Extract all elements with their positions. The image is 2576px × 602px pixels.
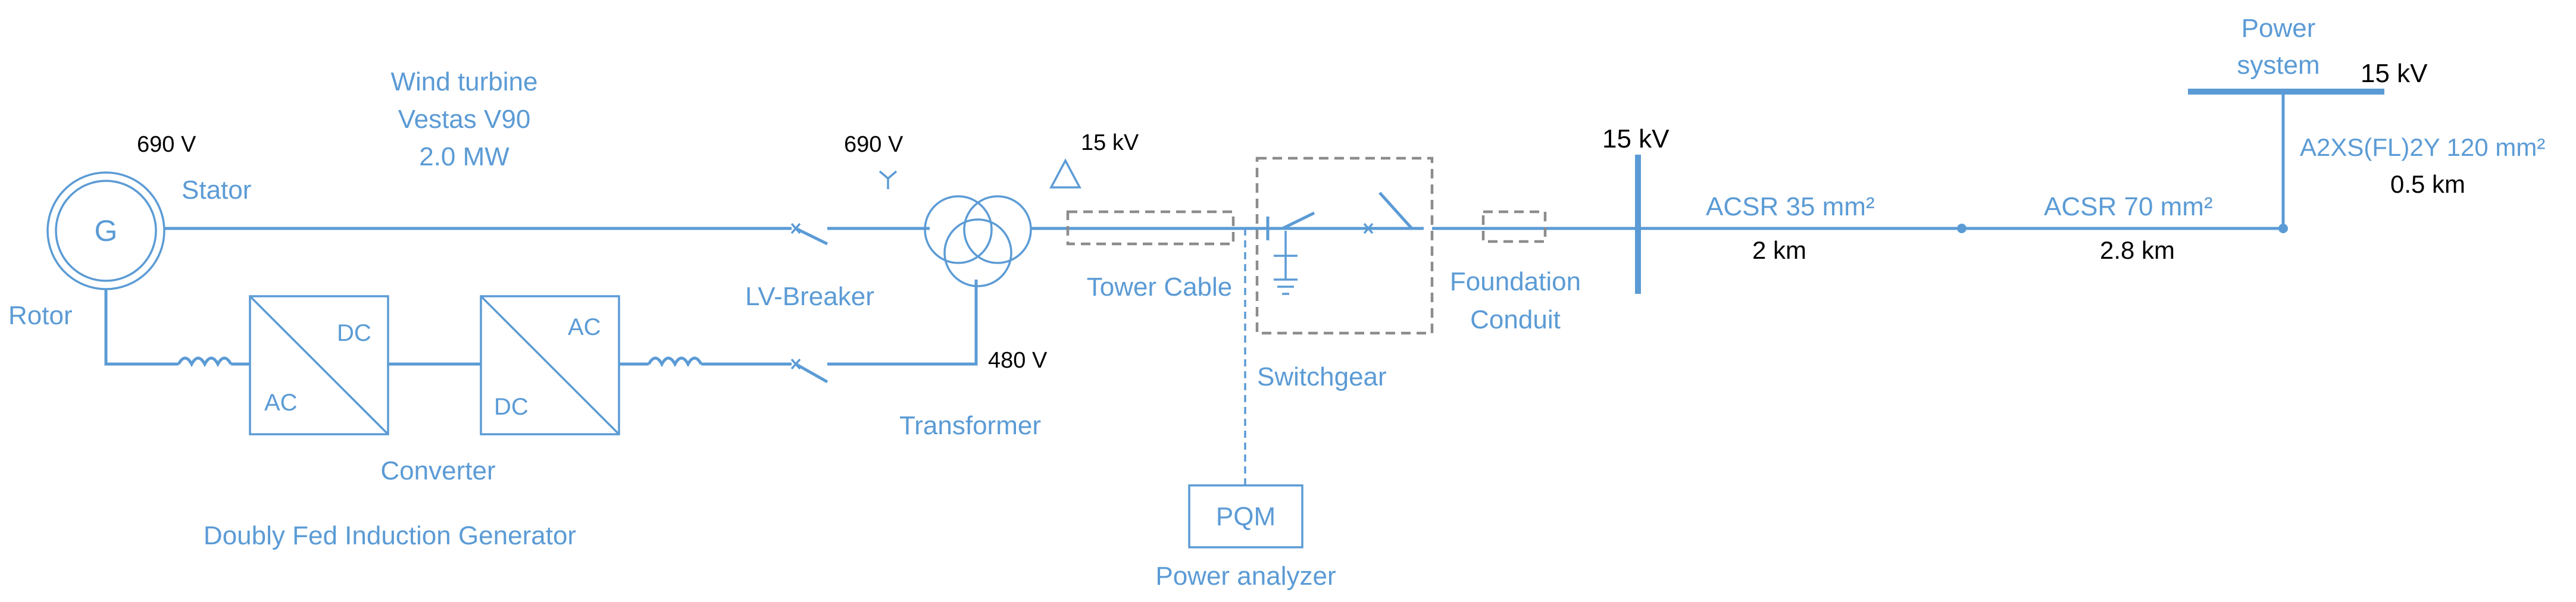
circuit-breaker — [1363, 192, 1413, 234]
rotor-line — [104, 289, 179, 366]
converter-right-box: AC DC — [480, 295, 620, 435]
foundation-conduit-box — [1481, 210, 1547, 243]
line-b-length: 2.8 km — [2100, 236, 2175, 264]
transformer-secondary-voltage: 15 kV — [1081, 130, 1139, 155]
delta-symbol — [1049, 158, 1081, 189]
foundation-line-1: Foundation — [1450, 267, 1581, 296]
transformer-label: Transformer — [899, 411, 1041, 440]
converter-right-dc: DC — [494, 394, 529, 420]
disconnector — [1266, 211, 1363, 240]
cable-c-type: A2XS(FL)2Y 120 mm² — [2300, 133, 2545, 161]
pqm-label: PQM — [1216, 502, 1276, 531]
transformer-primary-voltage: 690 V — [844, 132, 904, 157]
generator-symbol: G — [95, 214, 118, 247]
line-b-type: ACSR 70 mm² — [2044, 192, 2213, 221]
power-system-voltage: 15 kV — [2361, 59, 2428, 88]
rotor-label: Rotor — [8, 301, 73, 330]
switchgear-box — [1255, 156, 1434, 335]
converter-left-dc: DC — [337, 320, 371, 346]
power-analyzer-label: Power analyzer — [1155, 562, 1336, 591]
power-system-line-2: system — [2237, 51, 2319, 80]
grid-side-inductor — [647, 356, 703, 368]
converter-right-ac: AC — [568, 314, 601, 340]
wye-symbol — [879, 170, 898, 189]
transformer-symbol — [924, 195, 1032, 287]
generator-voltage: 690 V — [137, 132, 196, 157]
lv-breaker-label: LV-Breaker — [745, 282, 874, 311]
cable-c-length: 0.5 km — [2390, 170, 2465, 198]
foundation-line-2: Conduit — [1470, 305, 1561, 334]
pqm-box — [1188, 484, 1303, 548]
transformer-tertiary-voltage: 480 V — [988, 348, 1048, 373]
rotor-inductor — [177, 356, 233, 368]
turbine-line-1: Wind turbine — [390, 67, 537, 96]
lv-breaker-upper — [790, 222, 930, 246]
power-system-line-1: Power — [2242, 14, 2316, 43]
generator-inner-ring — [55, 180, 157, 282]
turbine-caption: Wind turbine Vestas V90 2.0 MW — [390, 67, 537, 171]
turbine-line-3: 2.0 MW — [419, 142, 509, 171]
stator-label: Stator — [182, 175, 251, 205]
ground-icon — [1274, 231, 1298, 295]
bus-voltage: 15 kV — [1602, 124, 1670, 153]
converter-label: Converter — [380, 456, 495, 485]
line-a-length: 2 km — [1752, 236, 1806, 264]
dfig-label: Doubly Fed Induction Generator — [204, 521, 576, 550]
converter-left-ac: AC — [264, 390, 298, 416]
lv-breaker-lower — [790, 280, 978, 384]
generator: G — [46, 171, 165, 290]
tower-cable-label: Tower Cable — [1087, 272, 1233, 302]
tower-cable-box — [1066, 210, 1235, 246]
turbine-line-2: Vestas V90 — [398, 105, 531, 134]
line-a-type: ACSR 35 mm² — [1706, 192, 1875, 221]
converter-left-box: DC AC — [249, 295, 389, 435]
switchgear-label: Switchgear — [1257, 362, 1387, 391]
